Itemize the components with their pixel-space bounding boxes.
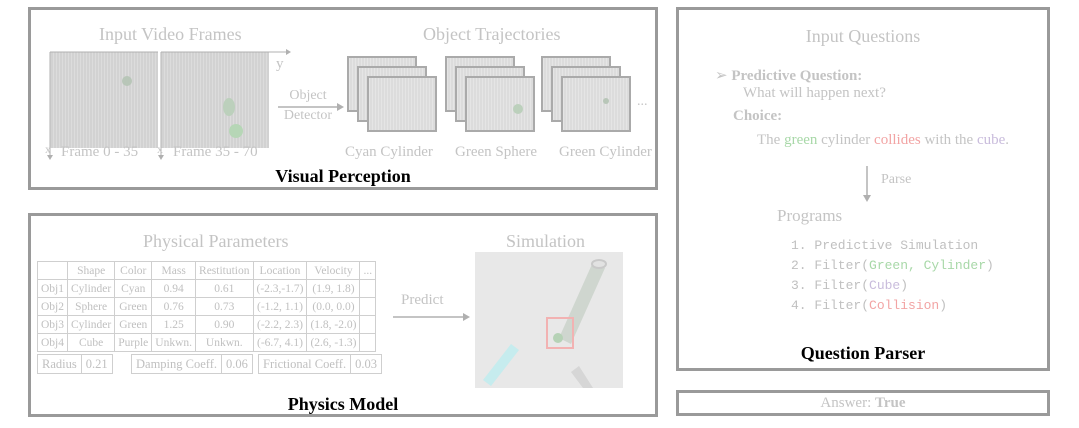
object-blob [223,98,235,116]
programs-heading: Programs [777,206,843,225]
object-blob [513,104,523,114]
video-frame-2 [161,52,269,148]
radius-label: Radius [42,357,77,371]
choice-green-word: green [784,132,818,148]
detector-label-line2: Detector [283,108,333,123]
radius-field: Radius 0.21 [37,354,113,374]
trajectory-label-3: Green Cylinder [559,144,652,160]
predictive-question-label: Predictive Question: [731,68,863,84]
trajectory-ellipsis: ... [637,94,648,109]
axis-y-label: y [276,56,284,72]
program-line-2: 2. Filter(Green, Cylinder) [791,258,994,273]
program-line-3: 3. Filter(Cube) [791,278,909,293]
table-cell: Cube [66,333,116,352]
damping-coeff-value: 0.06 [221,355,252,373]
trajectories-heading: Object Trajectories [423,24,561,44]
physics-model-title: Physics Model [287,394,399,414]
table-cell: Velocity [306,261,361,280]
table-cell: Purple [114,333,153,352]
answer-box: Answer: True [676,390,1050,416]
table-cell: Unkwn. [195,333,254,352]
parse-arrow [863,166,871,202]
bullet-icon: ➢ [715,68,728,84]
trajectory-label-2: Green Sphere [455,144,538,160]
simulation-scene [475,252,623,388]
table-cell: Sphere [66,297,116,316]
question-parser-panel: Input Questions ➢ Predictive Question: W… [676,7,1050,371]
table-cell: (2.6, -1.3) [306,333,361,352]
question-parser-title: Question Parser [800,343,926,363]
damping-coeff-field: Damping Coeff. 0.06 [131,354,253,374]
visual-perception-panel: Input Video Frames Object Trajectories x… [28,7,658,190]
answer-value: True [875,395,906,411]
parse-label: Parse [881,172,912,187]
program-list: 1. Predictive Simulation 2. Filter(Green… [791,236,994,316]
video-frame-1 [50,52,158,148]
table-cell: 0.61 [195,279,254,298]
physical-params-heading: Physical Parameters [143,231,289,251]
table-cell [359,333,377,352]
visual-perception-title: Visual Perception [275,166,411,186]
predict-arrow [393,313,470,321]
input-frames-heading: Input Video Frames [99,24,242,44]
choice-cube-word: cube [976,132,1006,148]
frame-label-1: Frame 0 - 35 [61,144,139,160]
table-cell: Green [114,315,153,334]
table-cell: Obj4 [37,333,68,352]
choice-label: Choice: [733,108,783,124]
axis-x-label: x [45,142,51,156]
answer-label: Answer: [820,395,875,411]
frictional-coeff-value: 0.03 [350,355,381,373]
predictive-question-line: ➢ Predictive Question: [715,66,862,85]
table-cell: 1.25 [151,315,197,334]
object-blob [122,76,132,86]
table-cell: (-6.7, 4.1) [252,333,308,352]
answer-text: Answer: True [679,395,1047,412]
question-text: What will happen next? [743,85,886,101]
program-line-4: 4. Filter(Collision) [791,298,948,313]
table-cell: 0.76 [151,297,197,316]
input-questions-heading: Input Questions [805,26,921,46]
table-cell: Shape [66,261,116,280]
object-blob [229,124,243,138]
simulation-heading: Simulation [506,231,586,251]
frame-axes [47,49,344,160]
damping-coeff-label: Damping Coeff. [136,357,218,371]
object-blob [603,98,609,104]
axis-x-label: x [157,142,163,156]
table-cell: Green [114,297,153,316]
predict-label: Predict [401,292,444,308]
table-cell: (1.9, 1.8) [306,279,361,298]
choice-collides-word: collides [874,132,921,148]
frictional-coeff-label: Frictional Coeff. [263,357,347,371]
program-line-1: 1. Predictive Simulation [791,238,979,253]
choice-text: The green cylinder collides with the cub… [757,132,1010,148]
detector-label-line1: Object [289,88,327,103]
simulation-image [475,252,623,388]
detector-label: Object [278,88,338,103]
radius-value: 0.21 [80,355,112,373]
frictional-coeff-field: Frictional Coeff. 0.03 [258,354,382,374]
trajectory-label-1: Cyan Cylinder [345,144,433,160]
table-cell: Location [252,261,308,280]
frame-label-2: Frame 35 - 70 [173,144,258,160]
